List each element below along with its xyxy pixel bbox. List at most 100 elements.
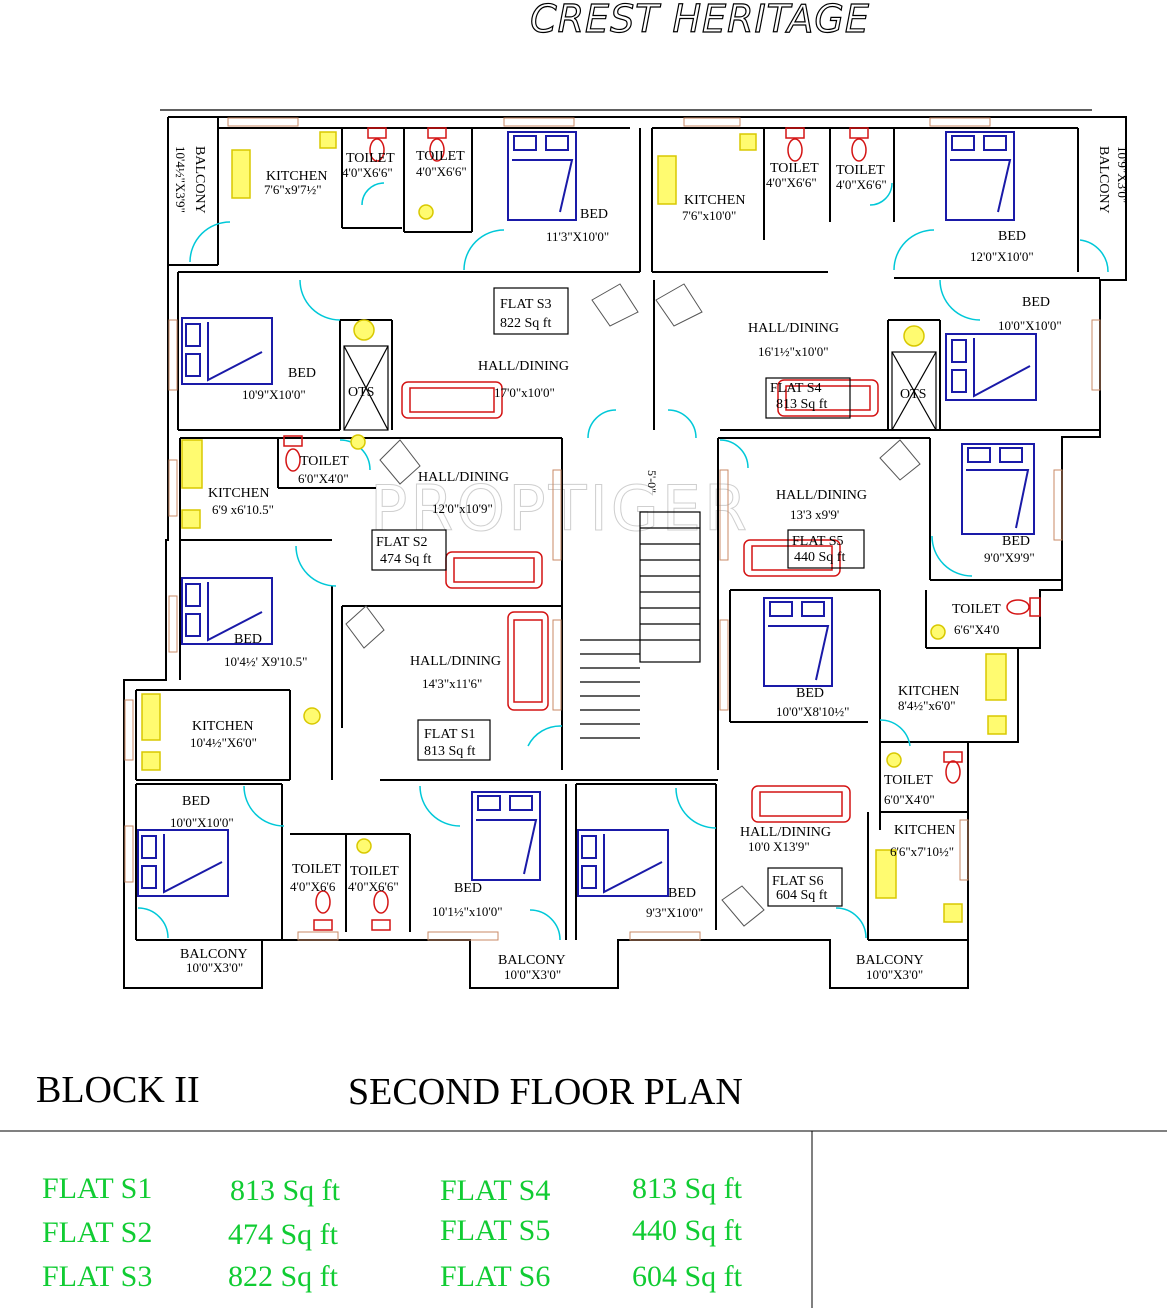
bed-s2-dim: 10'4½' X9'10.5" (224, 654, 307, 669)
legend-area-1: 813 Sq ft (230, 1174, 341, 1207)
toilet-s4b-dim: 4'0"X6'6" (836, 177, 887, 192)
bed-s5b-name: BED (796, 686, 824, 701)
kitchen-s6-dim: 6'6"x7'10½" (890, 844, 954, 859)
flat-tag-1-area: 822 Sq ft (500, 316, 551, 331)
balcony-s-dim: 10'0"X3'0" (504, 967, 561, 982)
kitchen-fixtures (141, 131, 1007, 923)
bed-s5a-name: BED (1002, 534, 1030, 549)
balcony-nw-dim: 10'4½"X3'9" (173, 146, 188, 213)
kitchen-s5-dim: 8'4½"x6'0" (898, 698, 956, 713)
hall-s1-name: HALL/DINING (410, 654, 501, 669)
balcony-sw-dim: 10'0"X3'0" (186, 960, 243, 975)
stair-width-label: 5'-0" (645, 470, 659, 493)
legend-area-3: 822 Sq ft (228, 1260, 339, 1293)
bed-s1b-name: BED (454, 881, 482, 896)
ots-w-name: OTS (348, 385, 374, 400)
floor-plan-label: SECOND FLOOR PLAN (348, 1071, 743, 1113)
bed-s4a-dim: 12'0"X10'0" (970, 249, 1034, 264)
flat-tag-4-area: 440 Sq ft (794, 550, 845, 565)
kitchen-s6-name: KITCHEN (894, 823, 955, 838)
bed-s3a-name: BED (580, 207, 608, 222)
toilet-s4b-name: TOILET (836, 163, 885, 178)
toilet-s4a-name: TOILET (770, 161, 819, 176)
legend-area-4: 813 Sq ft (632, 1172, 743, 1205)
hall-s2-dim: 12'0"x10'9" (432, 501, 493, 516)
hall-s2-name: HALL/DINING (418, 470, 509, 485)
flat-tag-5-area: 813 Sq ft (424, 744, 475, 759)
bed-s4b-dim: 10'0"X10'0" (998, 318, 1062, 333)
legend-flat-6: FLAT S6 (440, 1260, 550, 1293)
toilet-s3b-name: TOILET (416, 149, 465, 164)
toilet-s1b-dim: 4'0"X6'6" (348, 879, 399, 894)
bed-s3a-dim: 11'3"X10'0" (546, 229, 609, 244)
balcony-sw-name: BALCONY (180, 947, 248, 962)
toilet-s5-dim: 6'6"X4'0 (954, 622, 999, 637)
flat-tag-5-name: FLAT S1 (424, 727, 475, 742)
flat-tag-2-name: FLAT S4 (770, 381, 821, 396)
balcony-nw-name: BALCONY (192, 146, 207, 214)
kitchen-s4-name: KITCHEN (684, 193, 745, 208)
flat-tag-6-area: 604 Sq ft (776, 888, 827, 903)
staircase (580, 511, 701, 739)
block-label: BLOCK II (36, 1069, 200, 1111)
room-labels: BALCONY10'4½"X3'9"KITCHEN7'6"x9'7½"TOILE… (170, 146, 1130, 982)
kitchen-s3-dim: 7'6"x9'7½" (264, 182, 322, 197)
toilet-s6-dim: 6'0"X4'0" (884, 792, 935, 807)
hall-s6-name: HALL/DINING (740, 825, 831, 840)
kitchen-s2-dim: 6'9 x6'10.5" (212, 502, 274, 517)
ots-e-name: OTS (900, 387, 926, 402)
balcony-se-name: BALCONY (856, 953, 924, 968)
legend-flat-5: FLAT S5 (440, 1214, 550, 1247)
bed-s3b-name: BED (288, 366, 316, 381)
hall-s3-name: HALL/DINING (478, 359, 569, 374)
toilet-s4a-dim: 4'0"X6'6" (766, 175, 817, 190)
kitchen-s1-name: KITCHEN (192, 719, 253, 734)
toilet-s3a-name: TOILET (346, 151, 395, 166)
windows (124, 117, 1101, 941)
legend-area-5: 440 Sq ft (632, 1214, 743, 1247)
flat-tag-4-name: FLAT S5 (792, 534, 843, 549)
bed-s4a-name: BED (998, 229, 1026, 244)
flat-tag-2-area: 813 Sq ft (776, 397, 827, 412)
hall-s5-dim: 13'3 x9'9' (790, 507, 839, 522)
balcony-se-dim: 10'0"X3'0" (866, 967, 923, 982)
beds (137, 131, 1037, 897)
bed-s5a-dim: 9'0"X9'9" (984, 550, 1035, 565)
bed-s1a-dim: 10'0"X10'0" (170, 815, 234, 830)
bed-s3b-dim: 10'9"X10'0" (242, 387, 306, 402)
toilet-s1b-name: TOILET (350, 864, 399, 879)
hall-s6-dim: 10'0 X13'9" (748, 839, 810, 854)
kitchen-s1-dim: 10'4½"X6'0" (190, 735, 257, 750)
ots-shafts (343, 345, 937, 431)
flat-tag-6-name: FLAT S6 (772, 874, 823, 889)
hall-s4-name: HALL/DINING (748, 321, 839, 336)
hall-s4-dim: 16'1½"x10'0" (758, 344, 829, 359)
hall-s3-dim: 17'0"x10'0" (494, 385, 555, 400)
bed-s1a-name: BED (182, 794, 210, 809)
toilet-s2-name: TOILET (300, 454, 349, 469)
kitchen-s3-name: KITCHEN (266, 169, 327, 184)
legend-flat-2: FLAT S2 (42, 1216, 152, 1249)
toilet-s1a-name: TOILET (292, 862, 341, 877)
balcony-ne-dim: 10'9"X3'0" (1115, 146, 1130, 203)
legend-flat-4: FLAT S4 (440, 1174, 550, 1207)
flat-tag-3-area: 474 Sq ft (380, 552, 431, 567)
sofas (401, 379, 879, 823)
door-swings (137, 182, 1109, 941)
bed-s6-dim: 9'3"X10'0" (646, 905, 703, 920)
legend-area-2: 474 Sq ft (228, 1218, 339, 1251)
toilet-s1a-dim: 4'0"X6'6 (290, 879, 336, 894)
toilet-s3a-dim: 4'0"X6'6" (342, 165, 393, 180)
hall-s1-dim: 14'3"x11'6" (422, 676, 482, 691)
legend-area-6: 604 Sq ft (632, 1260, 743, 1293)
balcony-ne-name: BALCONY (1096, 146, 1111, 214)
toilet-s2-dim: 6'0"X4'0" (298, 471, 349, 486)
bed-s6-name: BED (668, 886, 696, 901)
toilet-s3b-dim: 4'0"X6'6" (416, 164, 467, 179)
kitchen-s4-dim: 7'6"x10'0" (682, 208, 736, 223)
bed-s2-name: BED (234, 632, 262, 647)
bed-s4b-name: BED (1022, 295, 1050, 310)
kitchen-s2-name: KITCHEN (208, 486, 269, 501)
toilet-s6-name: TOILET (884, 773, 933, 788)
